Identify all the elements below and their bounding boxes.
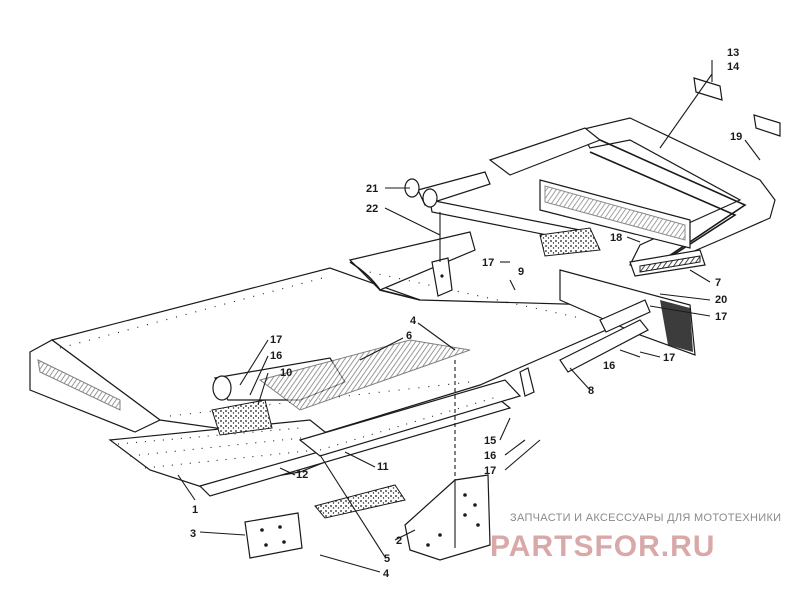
- reflectors: [693, 77, 781, 137]
- callout-17: 17: [482, 257, 494, 269]
- callout-16: 16: [484, 450, 496, 462]
- bracket-holes: [426, 493, 480, 547]
- callout-labels: 13 14 19 21 22 18 17 9 7 20 17 4 6 17 16…: [190, 47, 742, 580]
- bracket-22: [431, 212, 453, 297]
- callout-4: 4: [410, 315, 417, 327]
- cross-shaft: [404, 171, 601, 257]
- callout-17: 17: [270, 334, 282, 346]
- callout-16: 16: [603, 360, 615, 372]
- callout-13: 13: [727, 47, 739, 59]
- floor-pan: [29, 231, 607, 497]
- callout-9: 9: [518, 266, 524, 278]
- callout-8: 8: [588, 385, 594, 397]
- callout-5: 5: [384, 553, 390, 565]
- callout-14: 14: [727, 61, 740, 73]
- callout-7: 7: [715, 277, 721, 289]
- callout-3: 3: [190, 528, 196, 540]
- watermark-logo: PARTSFOR.RU: [490, 530, 715, 563]
- support-tubes: [519, 299, 651, 397]
- heat-shield: [211, 339, 471, 436]
- callout-6: 6: [406, 330, 412, 342]
- leader-lines: [177, 60, 761, 573]
- callout-15: 15: [484, 435, 496, 447]
- callout-18: 18: [610, 232, 622, 244]
- plate-3: [244, 512, 303, 559]
- riser-bracket: [404, 474, 491, 561]
- callout-22: 22: [366, 203, 378, 215]
- pad-5: [314, 484, 406, 519]
- callout-17: 17: [484, 465, 496, 477]
- callout-20: 20: [715, 294, 727, 306]
- callout-1: 1: [192, 504, 198, 516]
- watermark: ЗАПЧАСТИ И АКСЕССУАРЫ ДЛЯ МОТОТЕХНИКИ PA…: [490, 512, 781, 563]
- callout-2: 2: [396, 535, 402, 547]
- watermark-tagline: ЗАПЧАСТИ И АКСЕССУАРЫ ДЛЯ МОТОТЕХНИКИ: [510, 512, 781, 524]
- callout-17: 17: [715, 311, 727, 323]
- callout-10: 10: [280, 367, 292, 379]
- callout-11: 11: [377, 461, 389, 473]
- callout-17: 17: [663, 352, 675, 364]
- callout-16: 16: [270, 350, 282, 362]
- callout-12: 12: [296, 469, 308, 481]
- callout-4: 4: [383, 568, 390, 580]
- callout-21: 21: [366, 183, 378, 195]
- callout-19: 19: [730, 131, 742, 143]
